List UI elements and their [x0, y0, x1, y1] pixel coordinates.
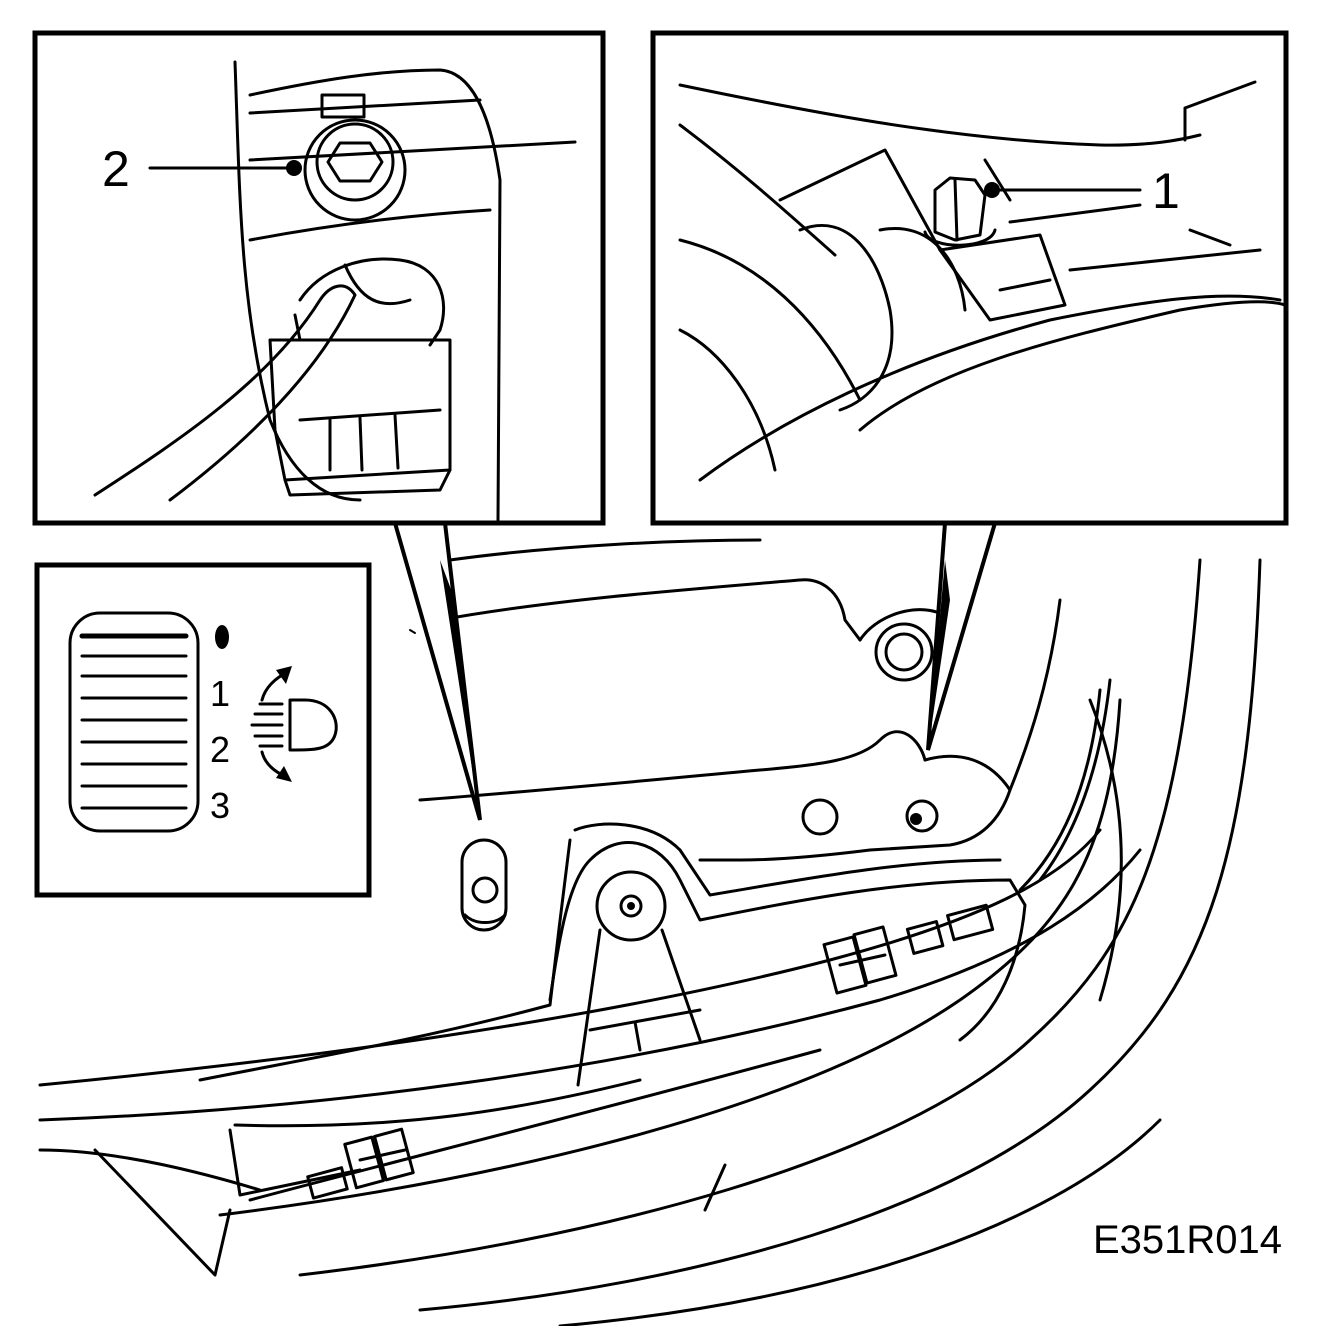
up-down-arrow-icon	[260, 666, 292, 782]
clip-fastener	[306, 1127, 415, 1200]
position-0-marker	[215, 625, 229, 649]
adjuster-screw	[303, 118, 407, 222]
main-view	[38, 538, 1262, 1326]
bumper-contour	[38, 828, 1102, 1087]
hex-socket-icon	[326, 141, 384, 183]
figure-code: E351R014	[1093, 1218, 1282, 1262]
callout-1: 1	[1152, 163, 1180, 219]
position-label: 1	[210, 673, 230, 714]
mounting-screw	[905, 799, 939, 833]
adjuster-pivot	[595, 870, 667, 942]
bumper-contour	[38, 848, 1142, 1122]
inset-adjuster-screw: 2	[32, 30, 606, 526]
mounting-hole	[874, 622, 934, 682]
headlamp-beam-icon	[250, 698, 338, 752]
inset-leveling-switch: 1 2 3	[34, 562, 372, 898]
headlamp-housing	[228, 1128, 362, 1197]
callout-2: 2	[102, 141, 130, 197]
position-label: 3	[210, 785, 230, 826]
inset-pointer-right	[926, 521, 998, 751]
clip-fastener	[822, 903, 995, 995]
position-label: 2	[210, 729, 230, 770]
retaining-nut	[923, 176, 997, 247]
leveling-thumbwheel	[68, 611, 200, 833]
inset-retaining-nut: 1	[650, 30, 1289, 526]
wiring-harness	[93, 284, 357, 502]
adjuster-slot	[460, 838, 508, 932]
inset-pointer-left	[392, 521, 482, 821]
mounting-hole	[801, 798, 839, 836]
